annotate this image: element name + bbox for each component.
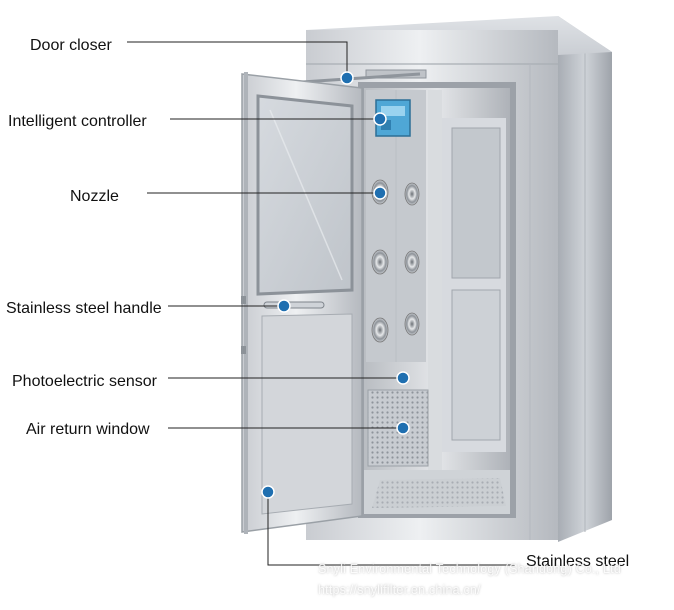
door-handle — [263, 301, 325, 309]
watermark-url: https://snylifilter.en.china.cn/ — [318, 583, 481, 597]
leader-lines — [127, 41, 515, 566]
door-closer-body — [365, 69, 427, 79]
door-window — [256, 94, 354, 296]
label-stainless-steel-handle: Stainless steel handle — [0, 295, 168, 323]
label-door-closer: Door closer — [24, 32, 118, 60]
callout-markers — [261, 71, 410, 499]
label-intelligent-controller: Intelligent controller — [2, 108, 153, 136]
label-stainless-steel: Stainless steel — [520, 548, 636, 576]
label-nozzle: Nozzle — [64, 183, 125, 211]
label-air-return-window: Air return window — [20, 416, 156, 444]
watermark-company: Snyli Environmental Technology (Shandong… — [318, 562, 621, 576]
label-photoelectric-sensor: Photoelectric sensor — [6, 368, 163, 396]
